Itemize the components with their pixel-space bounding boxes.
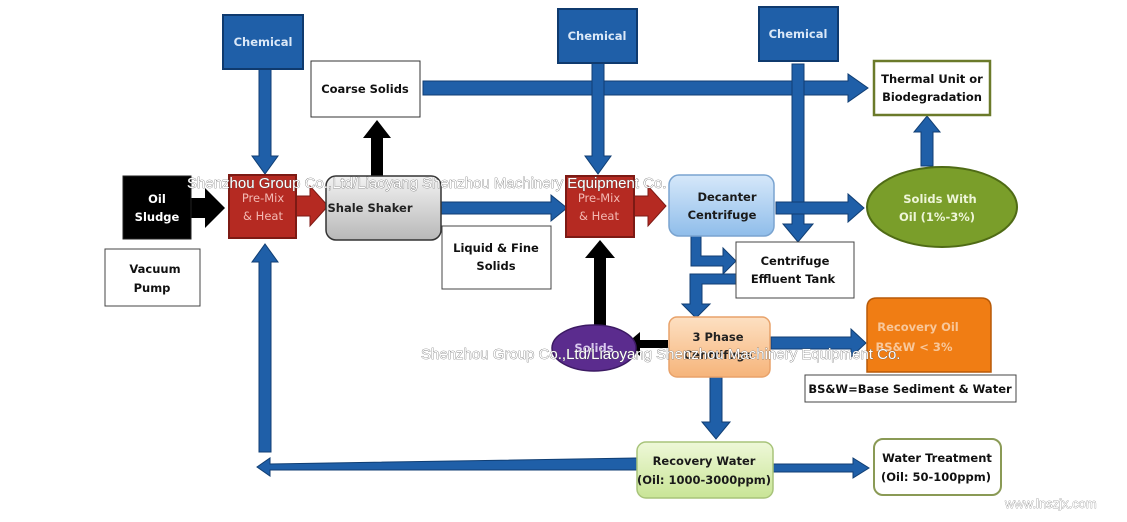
- effluent-tank-line2: Effluent Tank: [751, 272, 836, 286]
- recovery-water-line2: (Oil: 1000-3000ppm): [637, 473, 771, 487]
- premix-heat-box-2: Pre-Mix & Heat: [565, 175, 635, 238]
- chemical-box-2: Chemical: [557, 8, 638, 64]
- decanter-centrifuge-box: Decanter Centrifuge: [668, 174, 775, 237]
- arrow-3phase-to-recovery-water: [700, 376, 732, 440]
- chemical-2-label: Chemical: [568, 29, 627, 43]
- arrow-premix2-to-decanter: [633, 184, 667, 228]
- arrow-decanter-to-effluent: [690, 235, 737, 276]
- premix-1-line2: & Heat: [243, 209, 283, 223]
- thermal-unit-line2: Biodegradation: [882, 90, 982, 104]
- premix-heat-box-1: Pre-Mix & Heat: [228, 174, 297, 239]
- arrow-decanter-to-solids-oil: [775, 192, 865, 224]
- solids-with-oil-ellipse: Solids With Oil (1%-3%): [866, 166, 1018, 248]
- arrow-chemical2-to-premix2: [584, 61, 612, 175]
- coarse-solids-label: Coarse Solids: [321, 82, 409, 96]
- decanter-line2: Centrifuge: [688, 208, 757, 222]
- arrow-premix1-to-shaker: [295, 184, 329, 228]
- bsw-legend-label: BS&W=Base Sediment & Water: [808, 382, 1012, 396]
- arrow-sludge-to-premix1: [191, 188, 225, 228]
- vacuum-pump-line2: Pump: [134, 281, 171, 295]
- shale-shaker-box: Shale Shaker: [325, 175, 442, 241]
- vacuum-pump-box: Vacuum Pump: [104, 248, 201, 307]
- arrow-chemical3-to-effluent: [781, 63, 815, 243]
- arrow-shaker-to-coarse: [363, 120, 391, 178]
- flow-arrows: [251, 61, 942, 479]
- water-treatment-line1: Water Treatment: [882, 451, 992, 465]
- recovery-water-line1: Recovery Water: [653, 454, 756, 468]
- oil-sludge-line2: Sludge: [135, 210, 180, 224]
- recovery-oil-box: Recovery Oil BS&W < 3%: [866, 297, 992, 373]
- oil-sludge-line1: Oil: [148, 192, 166, 206]
- recovery-oil-line1: Recovery Oil: [877, 320, 959, 334]
- arrow-shaker-to-premix2: [440, 193, 568, 223]
- solids-with-oil-line2: Oil (1%-3%): [899, 210, 975, 224]
- thermal-unit-box: Thermal Unit or Biodegradation: [872, 59, 992, 117]
- liquid-fine-line2: Solids: [476, 259, 515, 273]
- premix-2-line2: & Heat: [579, 209, 619, 223]
- chemical-1-label: Chemical: [234, 35, 293, 49]
- solids-ellipse: Solids: [551, 324, 637, 372]
- premix-1-line1: Pre-Mix: [242, 191, 285, 205]
- arrow-water-to-treatment: [772, 457, 870, 479]
- watermark-top: Shenzhou Group Co.,Ltd/Liaoyang Shenzhou…: [187, 175, 666, 192]
- arrow-solids-oil-to-thermal: [912, 115, 942, 167]
- arrow-coarse-to-thermal: [422, 73, 869, 103]
- effluent-tank-line1: Centrifuge: [761, 254, 830, 268]
- vacuum-pump-line1: Vacuum: [129, 262, 180, 276]
- liquid-fine-solids-box: Liquid & Fine Solids: [441, 225, 552, 290]
- shale-shaker-label: Shale Shaker: [327, 201, 412, 215]
- decanter-line1: Decanter: [697, 190, 756, 204]
- arrow-water-return-left: [256, 457, 638, 477]
- bsw-legend-box: BS&W=Base Sediment & Water: [804, 374, 1017, 403]
- liquid-fine-line1: Liquid & Fine: [453, 241, 539, 255]
- oil-sludge-box: Oil Sludge: [122, 175, 192, 240]
- solids-with-oil-line1: Solids With: [903, 192, 976, 206]
- recovery-oil-line2: BS&W < 3%: [876, 340, 953, 354]
- arrow-effluent-to-3phase: [680, 273, 737, 319]
- three-phase-line1: 3 Phase: [692, 330, 743, 344]
- chemical-3-label: Chemical: [769, 27, 828, 41]
- chemical-box-1: Chemical: [222, 14, 304, 70]
- effluent-tank-box: Centrifuge Effluent Tank: [735, 241, 855, 299]
- arrow-return-to-premix1: [251, 243, 279, 453]
- arrow-3phase-to-recovery-oil: [770, 327, 867, 359]
- water-treatment-line2: (Oil: 50-100ppm): [881, 470, 991, 484]
- thermal-unit-line1: Thermal Unit or: [881, 72, 983, 86]
- three-phase-line2: Centrifuge: [684, 348, 753, 362]
- arrow-chemical1-to-premix1: [251, 67, 279, 175]
- arrow-solids-to-premix2: [585, 240, 615, 328]
- solids-label: Solids: [574, 341, 613, 355]
- watermark-middle: Shenzhou Group Co.,Ltd/Liaoyang Shenzhou…: [421, 346, 900, 363]
- chemical-box-3: Chemical: [758, 6, 839, 62]
- watermark-website: www.lnszjx.com: [1004, 496, 1097, 511]
- water-treatment-box: Water Treatment (Oil: 50-100ppm): [873, 438, 1002, 496]
- premix-2-line1: Pre-Mix: [578, 191, 621, 205]
- coarse-solids-box: Coarse Solids: [310, 60, 421, 118]
- recovery-water-box: Recovery Water (Oil: 1000-3000ppm): [636, 441, 774, 499]
- three-phase-centrifuge-box: 3 Phase Centrifuge: [668, 316, 771, 378]
